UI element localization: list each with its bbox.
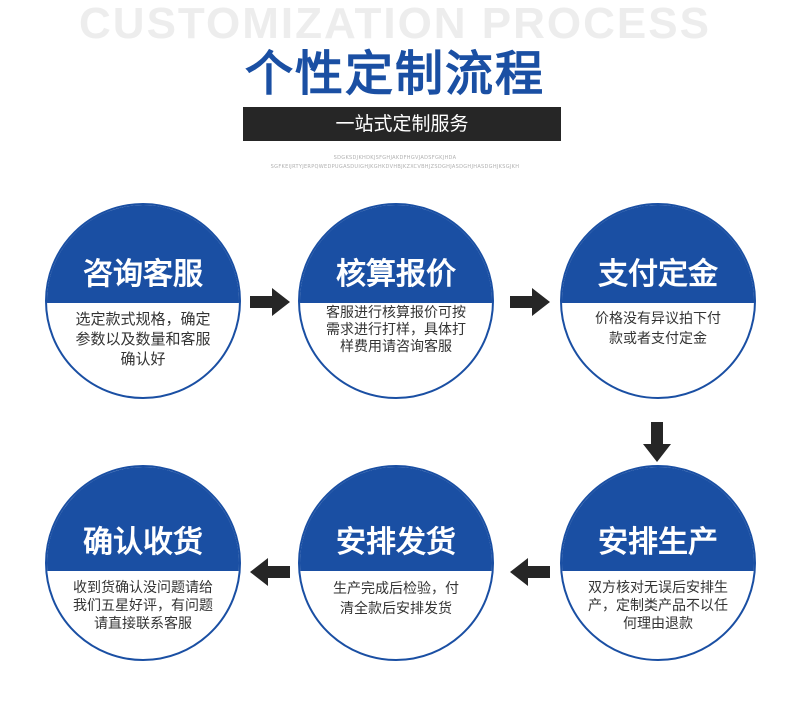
step-shipping: 安排发货生产完成后检验，付清全款后安排发货: [298, 465, 494, 661]
step-desc: 收到货确认没问题请给我们五星好评，有问题请直接联系客服: [73, 580, 213, 632]
subtitle-bar: 一站式定制服务: [243, 107, 561, 141]
arrow-right-icon: [250, 288, 290, 316]
step-desc: 选定款式规格，确定参数以及数量和客服确认好: [75, 310, 211, 368]
step-desc: 价格没有异议拍下付款或者支付定金: [595, 311, 721, 347]
step-production: 安排生产双方核对无误后安排生产，定制类产品不以任何理由退款: [560, 465, 756, 661]
step-title: 确认收货: [83, 525, 203, 560]
step-deposit: 支付定金价格没有异议拍下付款或者支付定金: [560, 203, 756, 399]
arrow-right-icon: [510, 288, 550, 316]
step-consult: 咨询客服选定款式规格，确定参数以及数量和客服确认好: [45, 203, 241, 399]
arrow-left-icon: [510, 558, 550, 586]
page-title: 个性定制流程: [244, 46, 545, 102]
step-title: 核算报价: [336, 257, 456, 292]
step-desc: 双方核对无误后安排生产，定制类产品不以任何理由退款: [588, 580, 728, 632]
decorative-text-line-1: SDGKSDJKHDKJSFGHJAKDFHGVJADSFGKJHDA: [333, 155, 457, 161]
step-title: 支付定金: [598, 257, 718, 292]
step-title: 咨询客服: [83, 257, 203, 292]
decorative-text-line-2: SGFKEIJRTYJERPQWEDPUGASDUIGHJKGHKDVHBJKZ…: [270, 164, 520, 170]
step-title: 安排生产: [598, 525, 718, 560]
step-desc: 生产完成后检验，付清全款后安排发货: [333, 581, 459, 617]
step-quote: 核算报价客服进行核算报价可按需求进行打样，具体打样费用请咨询客服: [298, 203, 494, 399]
step-title: 安排发货: [336, 525, 456, 560]
arrow-down-icon: [643, 422, 671, 462]
step-receipt: 确认收货收到货确认没问题请给我们五星好评，有问题请直接联系客服: [45, 465, 241, 661]
background-title: CUSTOMIZATION PROCESS: [79, 0, 711, 48]
arrow-left-icon: [250, 558, 290, 586]
step-desc: 客服进行核算报价可按需求进行打样，具体打样费用请咨询客服: [326, 305, 466, 355]
